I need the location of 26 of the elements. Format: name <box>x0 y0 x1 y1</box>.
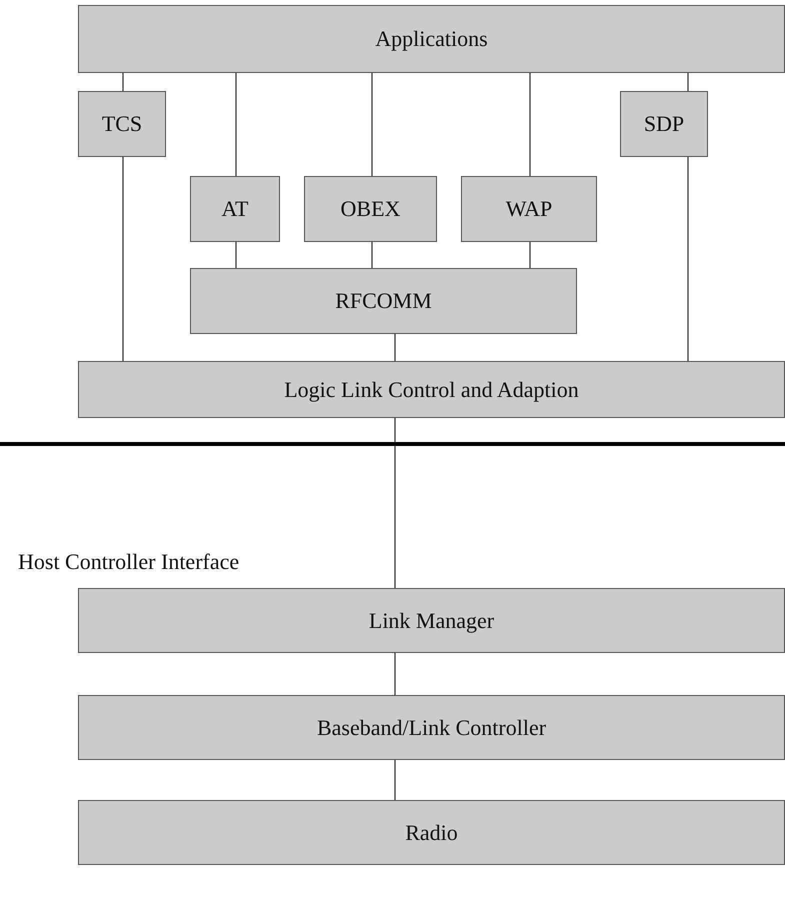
connector-line <box>687 157 689 361</box>
layer-box: Logic Link Control and Adaption <box>78 361 785 418</box>
layer-box: Link Manager <box>78 588 785 653</box>
connector-line <box>529 242 531 268</box>
layer-box: AT <box>190 176 280 242</box>
connector-line <box>122 157 124 361</box>
connector-line <box>394 760 396 800</box>
layer-box: TCS <box>78 91 166 157</box>
connector-line <box>235 242 237 268</box>
connector-line <box>394 418 396 588</box>
connector-line <box>122 73 124 91</box>
connector-line <box>394 653 396 695</box>
layer-box: Applications <box>78 5 785 73</box>
layer-box: Radio <box>78 800 785 865</box>
layer-box: RFCOMM <box>190 268 577 334</box>
connector-line <box>371 242 373 268</box>
connector-line <box>371 73 373 176</box>
layer-box: WAP <box>461 176 597 242</box>
connector-line <box>687 73 689 91</box>
interface-label: Host Controller Interface <box>18 549 240 575</box>
connector-line <box>235 73 237 176</box>
layer-box: Baseband/Link Controller <box>78 695 785 760</box>
layer-box: OBEX <box>304 176 437 242</box>
layer-box: SDP <box>620 91 708 157</box>
connector-line <box>529 73 531 176</box>
connector-line <box>394 334 396 361</box>
